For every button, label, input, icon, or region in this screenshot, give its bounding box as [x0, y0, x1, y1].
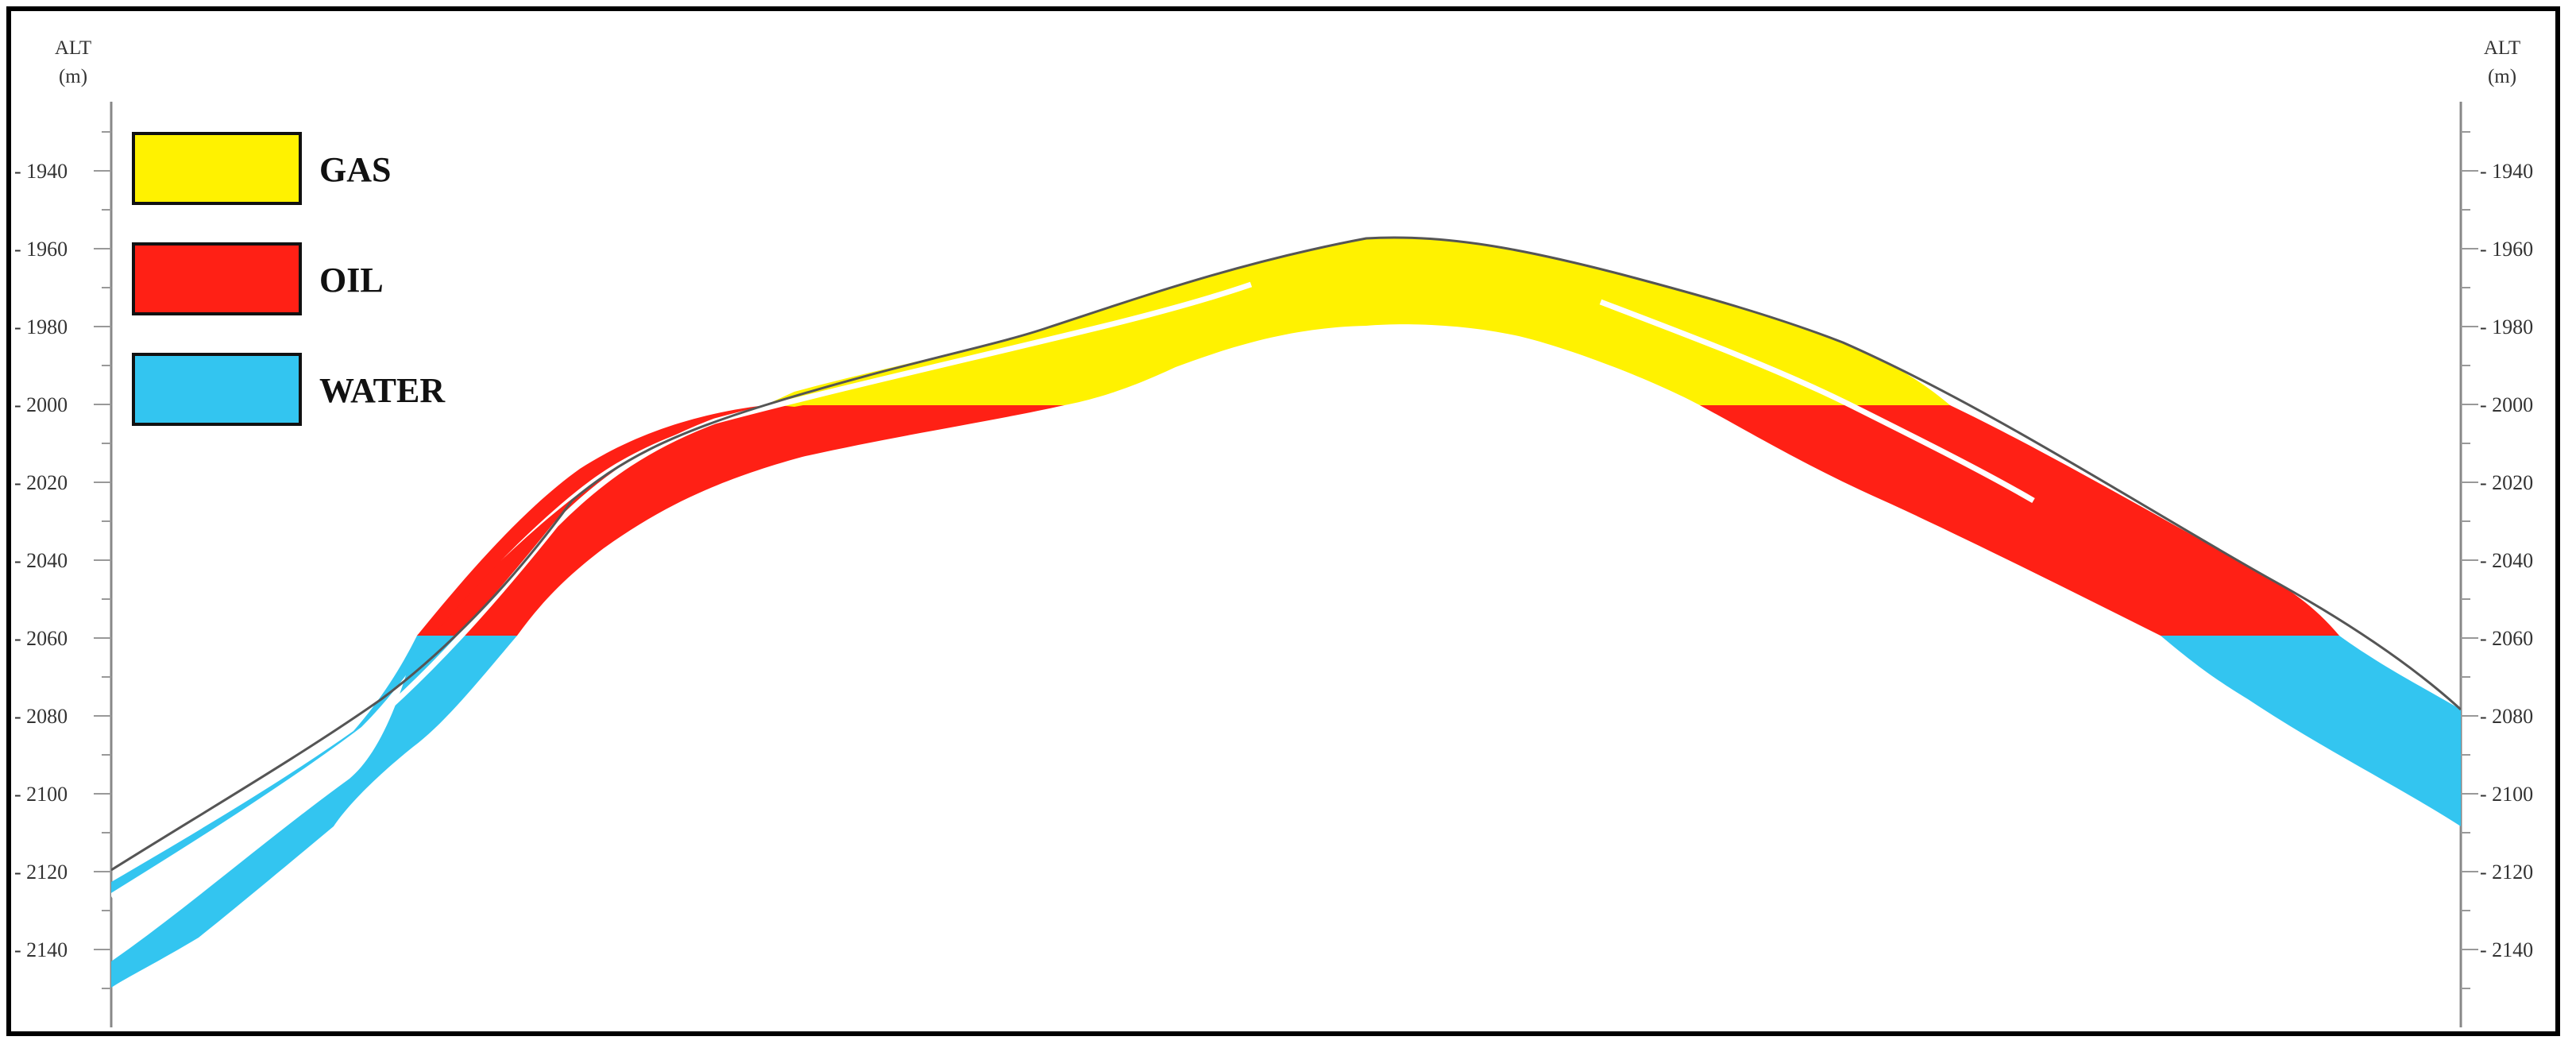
left-tick-label: - 2000 — [14, 393, 68, 416]
legend-label-water: WATER — [319, 371, 446, 410]
legend-item-water: WATER — [132, 353, 446, 426]
left-tick-label: - 2040 — [14, 549, 68, 572]
right-tick-label: - 2140 — [2480, 938, 2533, 961]
water-zone-main-left — [111, 636, 517, 988]
left-tick-label: - 2100 — [14, 783, 68, 806]
right-tick-label: - 2100 — [2480, 783, 2533, 806]
water-zone-main-right — [2161, 636, 2461, 826]
left-tick-label: - 1940 — [14, 160, 68, 183]
left-axis-ticks: - 1940 - 1960 - 1980 - 2000 - 2020 - 2040 - 20… — [14, 131, 111, 989]
left-tick-label: - 2020 — [14, 471, 68, 494]
right-tick-label: - 2040 — [2480, 549, 2533, 572]
left-tick-label: - 2080 — [14, 705, 68, 728]
oil-zone-main-right — [1700, 405, 2339, 636]
left-tick-label: - 2120 — [14, 861, 68, 884]
legend-label-gas: GAS — [319, 150, 391, 189]
top-reservoir-outline — [111, 236, 2461, 872]
legend: GAS OIL WATER — [132, 132, 446, 426]
legend-item-gas: GAS — [132, 132, 391, 205]
right-tick-label: - 1940 — [2480, 160, 2533, 183]
left-tick-label: - 1980 — [14, 315, 68, 338]
right-axis-ticks: - 1940 - 1960 - 1980 - 2000 - 2020 - 2040 - 20… — [2461, 131, 2533, 989]
left-tick-label: - 2140 — [14, 938, 68, 961]
left-axis-title-alt: ALT — [55, 37, 91, 59]
right-tick-label: - 2080 — [2480, 705, 2533, 728]
left-axis-title-unit: (m) — [59, 66, 87, 87]
oil-zone-main-left — [417, 405, 1064, 636]
left-tick-label: - 2060 — [14, 627, 68, 650]
reservoir-layers — [111, 236, 2461, 988]
upper-sand-left-water — [111, 636, 433, 895]
legend-swatch-water — [132, 353, 302, 426]
legend-item-oil: OIL — [132, 242, 384, 315]
right-tick-label: - 2120 — [2480, 861, 2533, 884]
left-depth-axis: ALT (m) - 1940- 1960- 1980- 2000- 2020- … — [14, 37, 113, 1027]
right-axis-title-alt: ALT — [2484, 37, 2520, 59]
interbed-line-right — [1599, 299, 2035, 504]
right-tick-label: - 2020 — [2480, 471, 2533, 494]
left-tick-label: - 1960 — [14, 238, 68, 261]
legend-swatch-gas — [132, 132, 302, 205]
interbed-line-left — [111, 281, 1253, 899]
legend-label-oil: OIL — [319, 261, 384, 300]
right-tick-label: - 1960 — [2480, 238, 2533, 261]
legend-swatch-oil — [132, 242, 302, 315]
gas-zone-main — [765, 237, 1950, 405]
right-axis-title-unit: (m) — [2488, 66, 2516, 87]
right-tick-label: - 2000 — [2480, 393, 2533, 416]
right-depth-axis: ALT (m) - 1940- 1960- 1980- 2000- 2020- … — [2459, 37, 2533, 1027]
right-tick-label: - 1980 — [2480, 315, 2533, 338]
right-tick-label: - 2060 — [2480, 627, 2533, 650]
